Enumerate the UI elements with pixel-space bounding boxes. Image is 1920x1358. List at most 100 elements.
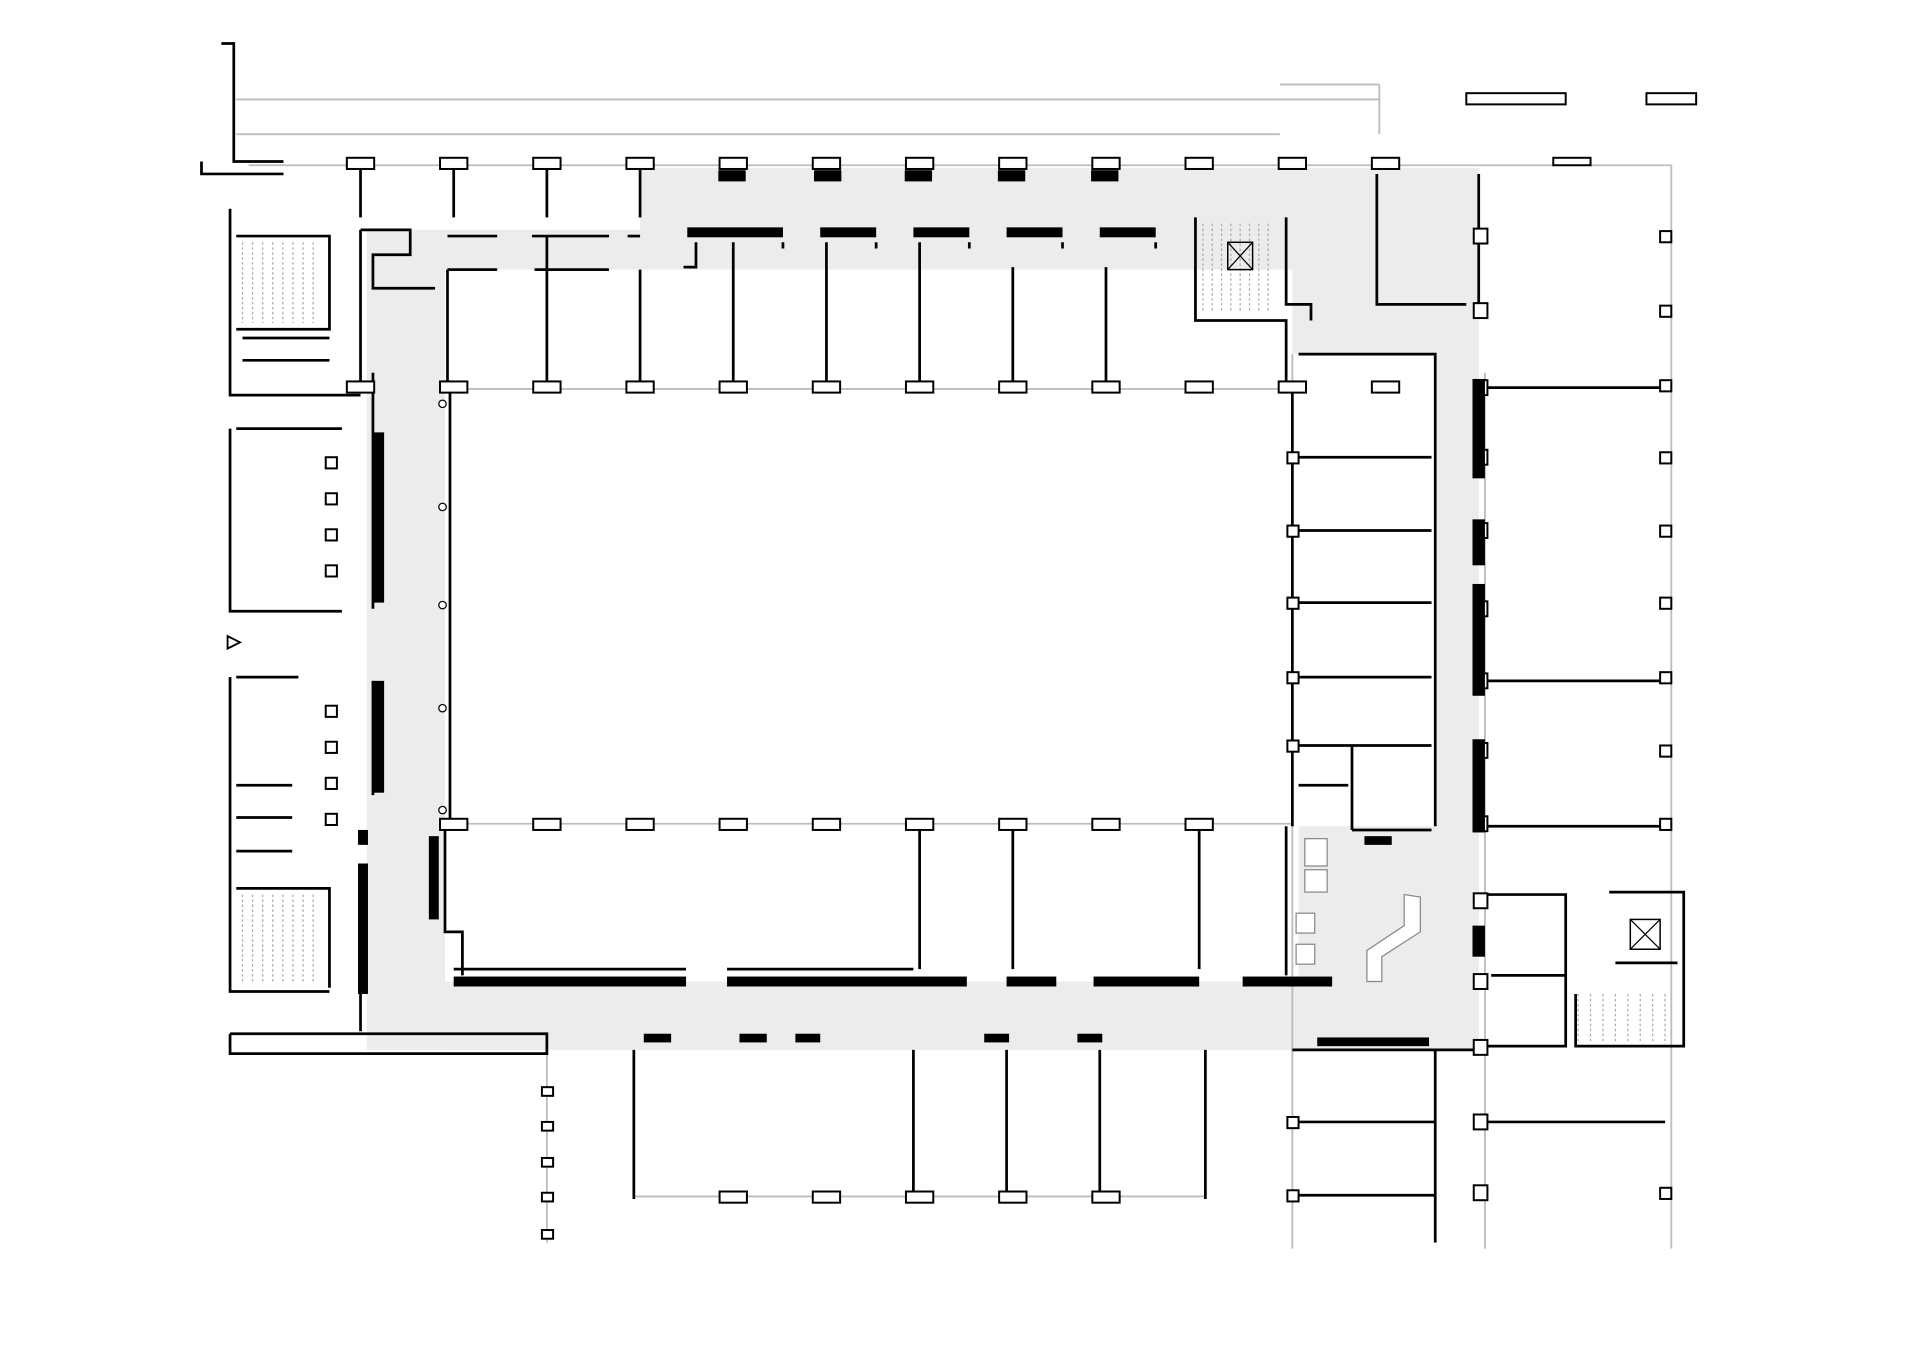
wall [683,242,698,269]
pier [1286,1189,1300,1203]
pier [1370,156,1401,170]
storage-cabinet [1242,976,1333,987]
pier [625,380,655,394]
pier [1091,1190,1121,1204]
wall-segment [1465,92,1567,106]
symbol-layer [226,223,1666,1042]
storage-cabinet [718,170,746,182]
seating [1295,912,1316,934]
pier [811,380,842,394]
pier [1184,380,1214,394]
corridor-area [1435,354,1479,827]
wall [200,161,284,176]
pier [811,1190,842,1204]
storage-cabinet [1472,925,1485,957]
storage-cabinet [1099,227,1156,238]
pier [540,1086,555,1097]
storage-cabinet [1472,739,1485,833]
pier [532,817,562,831]
pier [718,156,748,170]
pier [1472,973,1489,990]
pier [1286,671,1300,685]
wall [221,42,284,163]
elevator-cross-icon [1629,918,1661,950]
pier [1472,1113,1489,1131]
pier [811,817,842,831]
pier [324,704,338,718]
corridor-area [366,267,446,1050]
storage-cabinet [739,1033,767,1043]
pier [532,380,562,394]
pier [904,817,935,831]
pier [1277,380,1308,394]
pier [1277,156,1308,170]
cabinet-layer [358,170,1485,1047]
pier [540,1191,555,1203]
storage-cabinet [1006,976,1057,987]
storage-cabinet [984,1033,1010,1043]
pier [540,1156,555,1168]
column-icon [438,703,447,713]
storage-cabinet [1077,1033,1103,1043]
pier [1659,379,1673,393]
pier [1659,1186,1673,1200]
wall [443,826,464,976]
pier [718,817,748,831]
pier [904,380,935,394]
pier [1659,524,1673,538]
wall-segment [1645,92,1698,106]
storage-cabinet [904,170,933,182]
storage-cabinet [795,1033,821,1043]
wall [228,208,361,397]
pier [998,380,1028,394]
pier [324,528,338,542]
entrance-arrow-icon [226,634,243,651]
pier [1091,817,1121,831]
pier [1286,1115,1300,1130]
column-icon [438,502,447,512]
column-icon [438,805,447,815]
pier [625,156,655,170]
storage-cabinet [1093,976,1200,987]
seating [1304,838,1328,867]
pier [1472,302,1489,320]
pier [998,1190,1028,1204]
pier [324,812,338,826]
pier [1472,892,1489,910]
storage-cabinet [997,170,1026,182]
pier [324,776,338,790]
corridor-area [1292,167,1479,355]
pier [1659,230,1673,244]
pier [439,380,469,394]
pier [345,380,376,394]
corridor-area [366,981,1479,1050]
wall [1194,217,1288,386]
wall [1284,217,1313,321]
pier [345,156,376,170]
wall [1484,893,1568,1048]
wall [236,886,331,988]
storage-cabinet [687,227,783,238]
wall [360,228,436,290]
corridor-area [640,167,1293,233]
storage-cabinet [1472,583,1485,696]
elevator-icon [1227,241,1254,271]
pier [532,156,562,170]
staircase [241,894,314,982]
storage-cabinet [358,829,368,845]
wall [1574,890,1686,1048]
pier [1286,596,1300,610]
pier [324,740,338,754]
storage-cabinet [814,170,842,182]
pier [1184,817,1214,831]
pier [540,1120,555,1132]
pier [811,156,842,170]
storage-cabinet [372,680,385,793]
pier [1659,817,1673,831]
staircase [241,242,314,324]
seating [1304,869,1328,893]
pier [718,380,748,394]
wall [1298,352,1437,827]
pier [1659,451,1673,465]
storage-cabinet [358,863,368,994]
